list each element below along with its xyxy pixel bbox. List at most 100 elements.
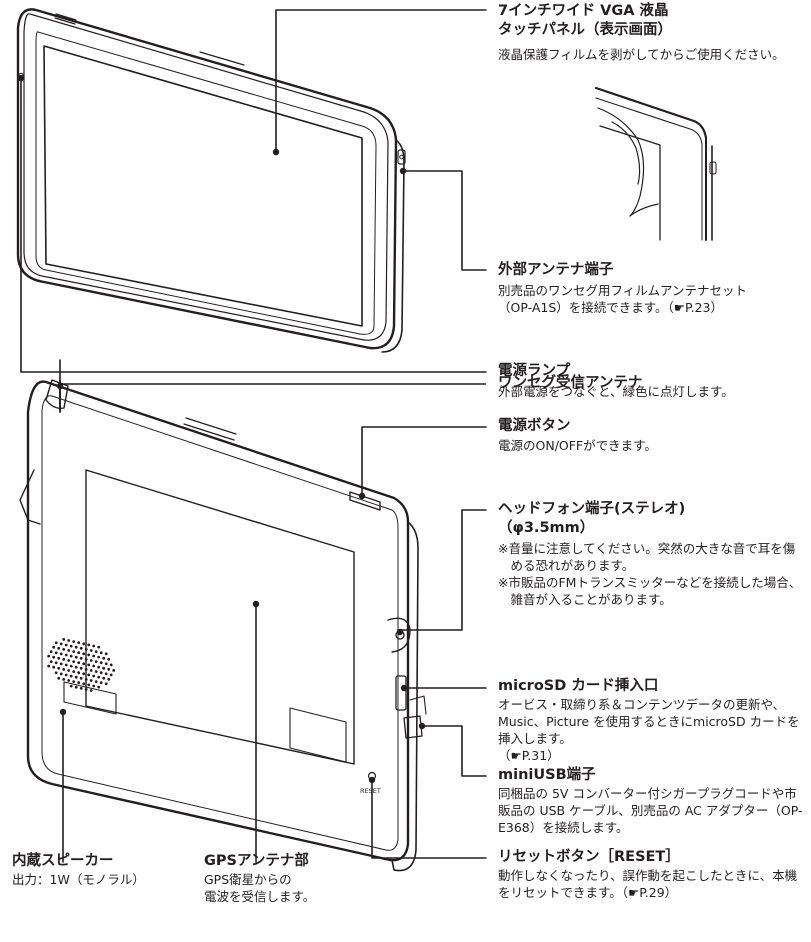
grille-hole	[84, 678, 88, 681]
grille-hole	[72, 670, 76, 673]
microsd-desc: オービス・取締り系＆コンテンツデータの更新や、Music、Picture を使用…	[498, 697, 800, 746]
grille-hole	[47, 664, 51, 668]
grille-hole	[104, 662, 108, 666]
grille-hole	[52, 665, 56, 669]
grille-hole	[82, 682, 86, 686]
grille-hole	[57, 666, 61, 670]
grille-hole	[64, 663, 68, 667]
callout-miniusb: miniUSB端子 同梱品の 5V コンバーター付シガープラグコードや市販品の …	[498, 766, 803, 836]
film-inset	[594, 86, 717, 241]
power-button-title: 電源ボタン	[498, 418, 571, 434]
headphone-title-1: ヘッドフォン端子(ステレオ)	[498, 501, 686, 517]
grille-hole	[67, 669, 71, 672]
callout-power-button: 電源ボタン 電源のON/OFFができます。	[498, 417, 803, 454]
speaker-grille	[47, 638, 116, 692]
ext-antenna-desc-1: 別売品のワンセグ用フィルムアンテナセット	[498, 283, 748, 298]
leader-miniusb	[421, 725, 487, 777]
grille-hole	[69, 674, 73, 678]
grille-hole	[94, 680, 98, 683]
leader-headphone	[397, 509, 487, 631]
lcd-title-1: 7インチワイド VGA 液晶	[498, 3, 669, 19]
grille-hole	[74, 675, 78, 679]
grille-hole	[92, 644, 96, 648]
leader-power-lamp	[20, 79, 487, 373]
grille-hole	[67, 639, 71, 642]
grille-hole	[84, 648, 88, 651]
grille-hole	[109, 673, 113, 677]
miniusb-desc: 同梱品の 5V コンバーター付シガープラグコードや市販品の USB ケーブル、別…	[498, 786, 803, 835]
grille-hole	[94, 650, 98, 653]
grille-hole	[102, 666, 106, 670]
grille-hole	[94, 670, 98, 673]
headphone-note-1: ※音量に注意してください。突然の大きな音で耳を傷める恐れがあります。	[498, 541, 796, 573]
grille-hole	[87, 643, 91, 647]
grille-hole	[79, 646, 83, 650]
gps-panel	[85, 469, 355, 765]
microsd-slot	[395, 675, 407, 711]
grille-hole	[69, 644, 73, 648]
grille-hole	[89, 669, 93, 672]
grille-hole	[107, 667, 111, 671]
grille-hole	[94, 660, 98, 663]
grille-hole	[62, 668, 66, 671]
grille-hole	[67, 679, 71, 682]
oneseg-title: ワンセグ受信アンテナ	[498, 375, 643, 391]
grille-hole	[112, 669, 116, 672]
grille-hole	[79, 666, 83, 670]
grille-hole	[104, 672, 108, 676]
reset-desc: 動作しなくなったり、誤作動を起こしたときに、本機をリセットできます。（☛P.29…	[498, 868, 798, 900]
grille-hole	[87, 663, 91, 667]
speaker-title: 内蔵スピーカー	[12, 853, 114, 869]
grille-hole	[77, 671, 81, 675]
grille-hole	[99, 651, 103, 655]
callout-speaker: 内蔵スピーカー 出力：1W（モノラル）	[12, 852, 182, 888]
callout-ext-antenna: 外部アンテナ端子 別売品のワンセグ用フィルムアンテナセット （OP-A1S）を接…	[498, 261, 803, 316]
grille-hole	[72, 680, 76, 683]
ext-antenna-title: 外部アンテナ端子	[498, 262, 614, 278]
back-device	[19, 379, 427, 872]
grille-hole	[82, 662, 86, 666]
grille-hole	[87, 673, 91, 677]
grille-hole	[79, 686, 83, 690]
grille-hole	[77, 681, 81, 685]
miniusb-title: miniUSB端子	[498, 767, 596, 783]
grille-hole	[84, 658, 88, 661]
grille-hole	[54, 641, 58, 645]
grille-hole	[64, 673, 68, 677]
grille-hole	[97, 685, 101, 689]
grille-hole	[82, 672, 86, 676]
grille-hole	[49, 660, 53, 664]
grille-hole	[89, 649, 93, 652]
grille-hole	[79, 676, 83, 680]
grille-hole	[67, 649, 71, 652]
callout-oneseg: ワンセグ受信アンテナ	[498, 374, 803, 393]
grille-hole	[72, 650, 76, 653]
power-lamp-title: 電源ランプ	[498, 363, 571, 379]
grille-hole	[92, 664, 96, 668]
grille-hole	[62, 648, 66, 651]
leader-ext-antenna	[402, 170, 487, 271]
leader-lcd	[275, 9, 487, 151]
callout-lcd: 7インチワイド VGA 液晶 タッチパネル（表示画面） 液晶保護フィルムを剥がし…	[498, 2, 803, 63]
reset-device-label: RESET	[360, 787, 381, 795]
grille-hole	[69, 654, 73, 658]
power-button	[349, 491, 381, 511]
lcd-title-2: タッチパネル（表示画面）	[498, 22, 672, 38]
grille-hole	[62, 638, 66, 641]
microsd-title: microSD カード挿入口	[498, 678, 659, 694]
grille-hole	[77, 651, 81, 655]
grille-hole	[74, 685, 78, 689]
front-screen	[43, 45, 363, 327]
grille-hole	[59, 652, 63, 656]
leader-power-button	[361, 426, 487, 498]
grille-hole	[104, 652, 108, 656]
grille-hole	[54, 661, 58, 665]
grille-hole	[92, 674, 96, 678]
grille-hole	[64, 653, 68, 657]
grille-hole	[84, 688, 88, 691]
grille-hole	[57, 646, 61, 650]
antenna-jack	[397, 149, 406, 165]
grille-hole	[54, 671, 58, 675]
grille-hole	[87, 683, 91, 687]
